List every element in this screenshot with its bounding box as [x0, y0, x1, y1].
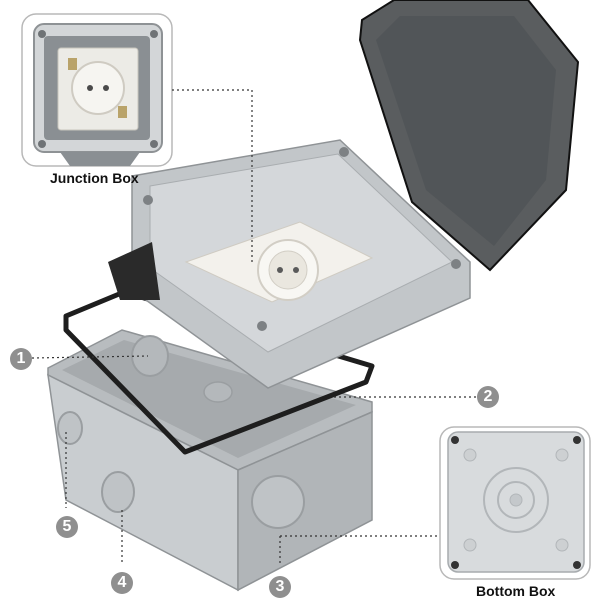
lid-rim — [376, 16, 556, 246]
bottom-box-label: Bottom Box — [476, 583, 556, 599]
bottom-box-inset — [439, 426, 591, 580]
callout-4: 4 — [111, 572, 133, 594]
callout-1: 1 — [10, 348, 32, 370]
callout-2: 2 — [477, 386, 499, 408]
junction-box-housing — [108, 139, 471, 389]
junction-box-inset — [21, 13, 173, 167]
callout-5: 5 — [56, 516, 78, 538]
callout-3: 3 — [269, 576, 291, 598]
bottom-box — [47, 329, 373, 592]
leader-lines — [31, 89, 476, 566]
junction-box-label: Junction Box — [50, 170, 139, 186]
